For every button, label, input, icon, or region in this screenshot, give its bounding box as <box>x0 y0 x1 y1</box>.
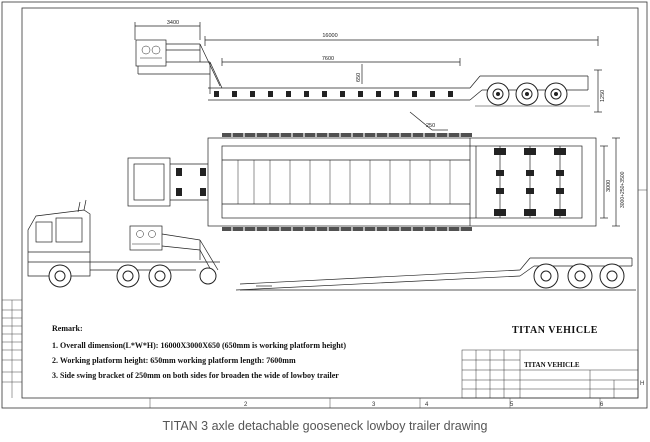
top-view-wheels <box>176 148 566 216</box>
dim-overall-length-label: 16000 <box>322 33 337 39</box>
tractor-wheels <box>48 264 217 288</box>
remark-title: Remark: <box>52 324 83 333</box>
zone-4: 4 <box>425 402 429 408</box>
brand-label: TITAN VEHICLE <box>512 325 598 336</box>
remark-line-2: 2. Working platform height: 650mm workin… <box>52 356 296 365</box>
bottom-zone-ticks <box>149 189 647 408</box>
remark-notes: Remark: 1. Overall dimension(L*W*H): 160… <box>52 321 452 383</box>
dim-gooseneck-label: 3400 <box>167 20 179 26</box>
side-view <box>134 22 602 131</box>
dim-rear-height-label: 1250 <box>600 90 606 102</box>
dim-width-label: 3000 <box>606 180 612 192</box>
zone-h: H <box>640 381 644 387</box>
trailer-wheels <box>533 263 625 289</box>
left-margin-table <box>2 299 22 398</box>
dim-width-breakdown-label: 3000+250+3500 <box>620 171 626 208</box>
tractor-detail <box>132 230 160 245</box>
trailer-ramped <box>235 257 636 291</box>
top-view <box>127 137 620 227</box>
zone-5: 5 <box>510 402 514 408</box>
zone-2: 2 <box>244 402 248 408</box>
top-view-brackets <box>222 133 472 231</box>
zone-6: 6 <box>600 402 604 408</box>
dim-platform-length-label: 7600 <box>322 56 334 62</box>
dim-platform-height-label: 650 <box>356 73 362 82</box>
image-caption: TITAN 3 axle detachable gooseneck lowboy… <box>162 419 488 433</box>
tractor-truck <box>27 199 220 277</box>
gooseneck-detail <box>140 45 162 59</box>
outer-border <box>1 1 648 409</box>
title-block <box>461 349 639 399</box>
zone-3: 3 <box>372 402 376 408</box>
dim-bracket-label: 250 <box>426 123 435 129</box>
remark-line-3: 3. Side swing bracket of 250mm on both s… <box>52 371 339 380</box>
remark-line-1: 1. Overall dimension(L*W*H): 16000X3000X… <box>52 341 346 350</box>
side-view-wheels <box>486 82 568 106</box>
title-block-brand: TITAN VEHICLE <box>524 361 580 369</box>
top-view-crossmembers <box>237 160 451 204</box>
top-view-bracket-gaps <box>231 133 461 231</box>
side-view-outriggers <box>214 91 453 97</box>
